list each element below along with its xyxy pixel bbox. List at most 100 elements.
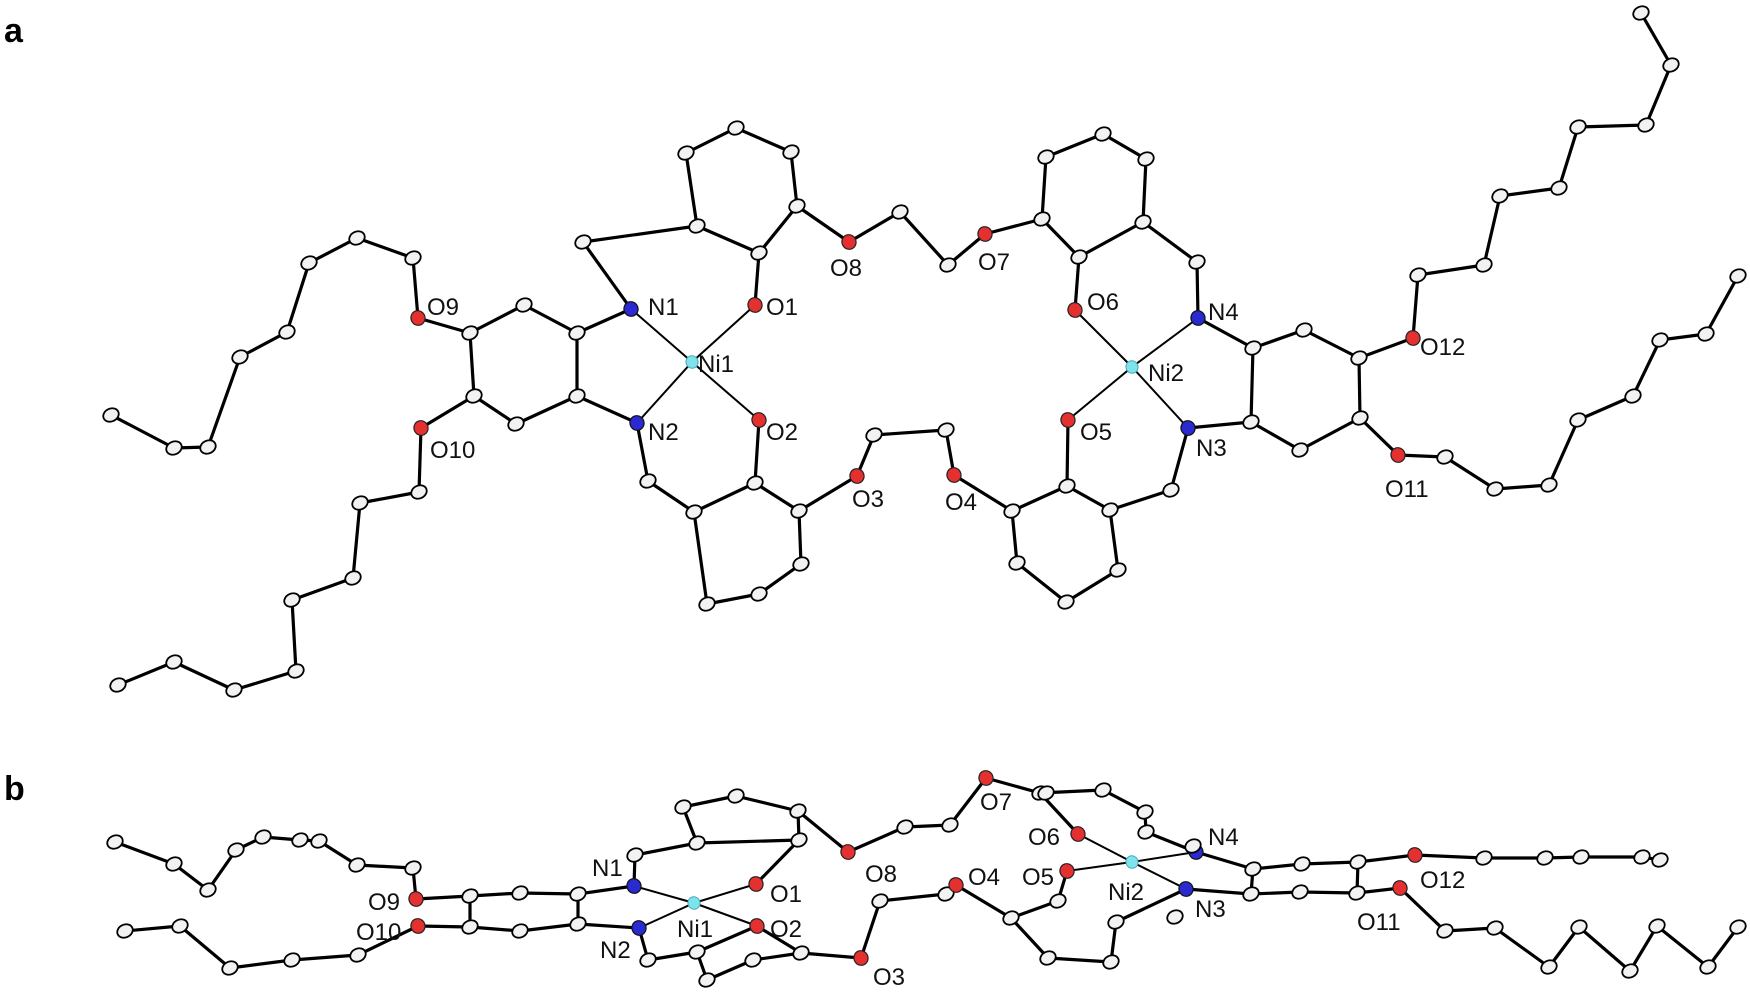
a-atom-i6: [1101, 502, 1119, 518]
a-atom-g1: [1188, 254, 1206, 270]
a-bond-O1-Ni1: [691, 304, 756, 363]
a-bond-l7-l8: [116, 660, 176, 687]
a-bond-b3-O8: [795, 204, 851, 244]
a-atom-e2: [939, 257, 957, 273]
b-atom-O4: [948, 877, 964, 893]
a-atom-n8: [1729, 268, 1747, 284]
b-atom-d4: [461, 919, 479, 935]
b-bond-b2-O1: [754, 838, 801, 886]
b-atom-O11: [1392, 880, 1408, 896]
b-bond-l1-l2: [290, 953, 360, 962]
b-bond-N1-d1: [576, 884, 636, 896]
b-atom-l5: [116, 923, 134, 939]
a-bond-l4-l5: [290, 598, 298, 673]
a-atom-a1: [574, 234, 592, 250]
b-atom-N2: [631, 920, 647, 936]
a-bond-d4-O10: [419, 394, 476, 430]
a-atom-j3: [1291, 442, 1309, 458]
label-Ni1: Ni1: [698, 351, 734, 378]
a-bond-j5-O12: [1357, 336, 1415, 360]
a-atom-b5: [727, 120, 745, 136]
b-atom-j4: [1348, 885, 1366, 901]
b-bond-l3-l4: [178, 924, 232, 970]
b-bond-k8-k9: [113, 840, 176, 866]
a-bond-c2-O2: [753, 418, 761, 485]
b-bond-j4-j3: [1298, 890, 1359, 895]
b-atom-N3: [1178, 881, 1194, 897]
b-bond-O12-m1: [1413, 853, 1486, 860]
a-atom-j4: [1351, 410, 1369, 426]
a-bond-k5-k6: [206, 355, 242, 449]
b-bond-c1-O3: [799, 951, 863, 960]
b-bond-n6-n7: [1655, 924, 1710, 969]
a-bond-O7-h2: [983, 217, 1044, 236]
labels-a: N1 O1 Ni1 N2 O2 O8 O7 O3 O4 O9 O10 O6 N4…: [427, 249, 1465, 516]
b-bond-O10-l1: [356, 924, 420, 957]
b-atom-O7: [978, 770, 994, 786]
b-atom-d6: [511, 885, 529, 901]
panel-a: a N1 O1 Ni1 N2 O2 O8 O7 O3 O4 O9 O10 O6 …: [4, 5, 1747, 698]
b-atom-O9: [408, 891, 424, 907]
a-bond-b3-b4: [789, 150, 799, 208]
a-bond-f1-f2: [872, 428, 948, 437]
b-atom-h4: [1136, 804, 1154, 820]
b-atom-g2: [1166, 909, 1184, 925]
a-bond-k7-k8: [109, 413, 176, 450]
a-atom-d4: [465, 388, 483, 404]
b-atom-c3: [698, 972, 716, 988]
a-bond-i3-i4: [1015, 561, 1068, 604]
a-atom-N2: [629, 415, 645, 431]
a-atom-k7: [165, 440, 183, 456]
a-atom-b3: [788, 198, 806, 214]
a-bond-c6-c1: [692, 510, 709, 606]
b-atom-l3: [221, 960, 239, 976]
b-bond-n4-n5: [1577, 925, 1632, 973]
a-atom-m5: [1569, 119, 1587, 135]
a-atom-j5: [1350, 350, 1368, 366]
a-atom-m4: [1550, 180, 1568, 196]
b-atom-l2: [283, 952, 301, 968]
b-bond-d4-O10: [416, 924, 472, 929]
a-bond-O10-l1: [417, 426, 423, 494]
a-atom-j2: [1242, 414, 1260, 430]
label-O12: O12: [1420, 334, 1465, 361]
a-atom-i5: [1109, 562, 1127, 578]
a-bond-j4-j5: [1357, 356, 1362, 420]
b-bond-j6-j5: [1300, 860, 1360, 866]
b-atom-h5: [1137, 824, 1155, 840]
a-atom-f2: [937, 422, 955, 438]
b-bond-N4-Ni2: [1131, 851, 1197, 863]
b-atom-b2: [790, 832, 808, 848]
a-bond-m3-m4: [1498, 186, 1561, 198]
a-bond-i6-g2: [1108, 488, 1173, 512]
panel-b: b O7 O6 N4 N1 O1 O8 O4 O5 Ni2 O12 O9 O10…: [4, 770, 1747, 991]
b-atom-O2: [749, 918, 765, 934]
a-atom-b2: [750, 245, 768, 261]
b-atom-n5: [1621, 963, 1639, 979]
a-atom-h4: [1094, 126, 1112, 142]
a-atom-f1: [865, 427, 883, 443]
a-atom-d2: [568, 388, 586, 404]
a-atom-n3: [1540, 477, 1558, 493]
b-atom-n3: [1540, 959, 1558, 975]
a-bond-l1-l2: [358, 490, 421, 505]
b-atom-i5: [1107, 914, 1125, 930]
b-atom-h2: [1037, 785, 1055, 801]
a-atom-l5: [287, 663, 305, 679]
b-atom-c2: [744, 952, 762, 968]
a-atom-O10: [413, 420, 429, 436]
b-atom-f1: [871, 893, 889, 909]
b-atom-m1: [1475, 850, 1493, 866]
a-bond-h2-h3: [1040, 155, 1048, 221]
b-bond-b3-b4: [734, 794, 800, 813]
a-bond-i5-i6: [1108, 508, 1120, 572]
b-atom-j6: [1293, 856, 1311, 872]
b-atom-j2: [1242, 886, 1260, 902]
a-atom-g2: [1162, 482, 1180, 498]
a-bond-j3-j4: [1298, 416, 1362, 452]
a-bond-n7-n8: [1704, 274, 1740, 336]
a-bond-i6-i1: [1065, 484, 1112, 512]
a-bond-Ni2-O5: [1067, 366, 1133, 421]
label-O8: O8: [830, 255, 862, 282]
b-atom-n2: [1486, 920, 1504, 936]
